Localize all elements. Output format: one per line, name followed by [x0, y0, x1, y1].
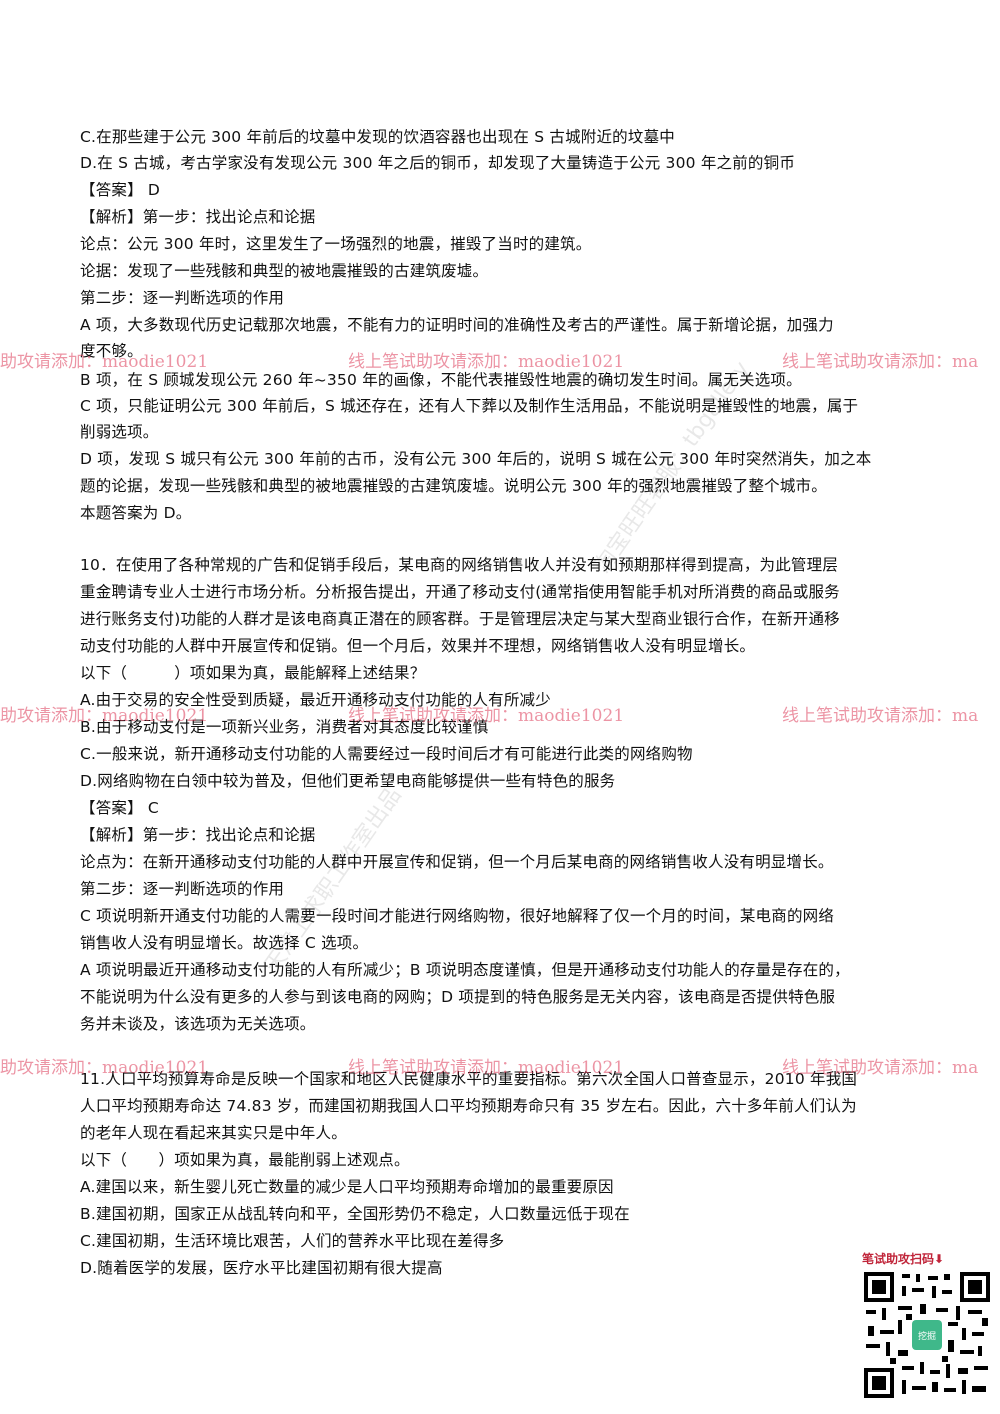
text-line: B 项，在 S 顾城发现公元 260 年~350 年的画像，不能代表摧毁性地震的… — [80, 371, 802, 389]
text-line: 务并未谈及，该选项为无关选项。 — [80, 1015, 316, 1033]
watermark-right: 线上笔试助攻请添加：ma — [782, 352, 979, 372]
option-c: C.建国初期，生活环境比艰苦，人们的营养水平比现在差得多 — [80, 1232, 505, 1250]
option-a: A.建国以来，新生婴儿死亡数量的减少是人口平均预期寿命增加的最重要原因 — [80, 1178, 614, 1196]
option-b: B.由于移动支付是一项新兴业务，消费者对其态度比较谨慎 — [80, 718, 489, 736]
qr-center-label: 挖掘 — [918, 1330, 936, 1342]
answer-line: 【答案】 C — [80, 799, 159, 817]
text-line: 不能说明为什么没有更多的人参与到该电商的网购；D 项提到的特色服务是无关内容，该… — [80, 988, 836, 1006]
option-d: D.随着医学的发展，医疗水平比建国初期有很大提高 — [80, 1259, 443, 1277]
question-prompt: 以下（ ）项如果为真，最能削弱上述观点。 — [80, 1151, 410, 1169]
text-line: 论点为：在新开通移动支付功能的人群中开展宣传和促销，但一个月后某电商的网络销售收… — [80, 853, 834, 871]
watermark-left: 助攻请添加：maodie1021 — [0, 706, 209, 726]
qr-title: 笔试助攻扫码⬇ — [862, 1252, 945, 1266]
text-line: 第二步：逐一判断选项的作用 — [80, 289, 285, 307]
watermark-left: 助攻请添加：maodie1021 — [0, 352, 209, 372]
text-line: D 项，发现 S 城只有公元 300 年前的古币，没有公元 300 年后的，说明… — [80, 450, 872, 468]
text-line: 动支付功能的人群中开展宣传和促销。但一个月后，效果并不理想，网络销售收人没有明显… — [80, 637, 756, 655]
text-line: 的老年人现在看起来其实只是中年人。 — [80, 1124, 347, 1142]
text-line: 论点：公元 300 年时，这里发生了一场强烈的地震，摧毁了当时的建筑。 — [80, 235, 592, 253]
qr-code-image: 挖掘 — [862, 1270, 992, 1400]
text-line: 题的论据，发现一些残骸和典型的被地震摧毁的古建筑废墟。说明公元 300 年的强烈… — [80, 477, 827, 495]
text-line: A 项，大多数现代历史记载那次地震，不能有力的证明时间的准确性及考古的严谨性。属… — [80, 316, 834, 334]
watermark-left: 助攻请添加：maodie1021 — [0, 1058, 209, 1078]
text-line: 进行账务支付)功能的人群才是该电商真正潜在的顾客群。于是管理层决定与某大型商业银… — [80, 610, 840, 628]
text-line: 论据：发现了一些残骸和典型的被地震摧毁的古建筑废墟。 — [80, 262, 489, 280]
analysis-heading: 【解析】第一步：找出论点和论据 — [80, 208, 316, 226]
text-line: 重金聘请专业人士进行市场分析。分析报告提出，开通了移动支付(通常指使用智能手机对… — [80, 583, 840, 601]
text-line: C 项说明新开通支付功能的人需要一段时间才能进行网络购物，很好地解释了仅一个月的… — [80, 907, 835, 925]
text-line: C 项，只能证明公元 300 年前后，S 城还存在，还有人下葬以及制作生活用品，… — [80, 397, 859, 415]
watermark-right: 线上笔试助攻请添加：ma — [782, 706, 979, 726]
text-line: D.在 S 古城，考古学家没有发现公元 300 年之后的铜币，却发现了大量铸造于… — [80, 154, 796, 172]
qr-code[interactable]: 挖掘 — [862, 1270, 992, 1400]
watermark-center: 线上笔试助攻请添加：maodie1021 — [348, 706, 625, 726]
text-line: 第二步：逐一判断选项的作用 — [80, 880, 285, 898]
option-d: D.网络购物在白领中较为普及，但他们更希望电商能够提供一些有特色的服务 — [80, 772, 616, 790]
text-line: A 项说明最近开通移动支付功能的人有所减少；B 项说明态度谨慎，但是开通移动支付… — [80, 961, 850, 979]
question-10: 10．在使用了各种常规的广告和促销手段后，某电商的网络销售收人并没有如预期那样得… — [80, 556, 839, 574]
watermark-right: 线上笔试助攻请添加：ma — [782, 1058, 979, 1078]
option-c: C.一般来说，新开通移动支付功能的人需要经过一段时间后才有可能进行此类的网络购物 — [80, 745, 693, 763]
text-line: 销售收人没有明显增长。故选择 C 选项。 — [80, 934, 369, 952]
text-line: 本题答案为 D。 — [80, 504, 192, 522]
text-line: C.在那些建于公元 300 年前后的坟墓中发现的饮酒容器也出现在 S 古城附近的… — [80, 128, 675, 146]
option-b: B.建国初期，国家正从战乱转向和平，全国形势仍不稳定，人口数量远低于现在 — [80, 1205, 630, 1223]
answer-line: 【答案】 D — [80, 181, 161, 199]
question-11: 11.人口平均预算寿命是反映一个国家和地区人民健康水平的重要指标。第六次全国人口… — [80, 1070, 858, 1088]
analysis-heading: 【解析】第一步：找出论点和论据 — [80, 826, 316, 844]
question-prompt: 以下（ ）项如果为真，最能解释上述结果？ — [80, 664, 426, 682]
text-line: 人口平均预期寿命达 74.83 岁，而建国初期我国人口平均预期寿命只有 35 岁… — [80, 1097, 857, 1115]
option-a: A.由于交易的安全性受到质疑，最近开通移动支付功能的人有所减少 — [80, 691, 551, 709]
text-line: 度不够。 — [80, 342, 143, 360]
watermark-center: 线上笔试助攻请添加：maodie1021 — [348, 352, 625, 372]
text-line: 削弱选项。 — [80, 423, 159, 441]
watermark-center: 线上笔试助攻请添加：maodie1021 — [348, 1058, 625, 1078]
